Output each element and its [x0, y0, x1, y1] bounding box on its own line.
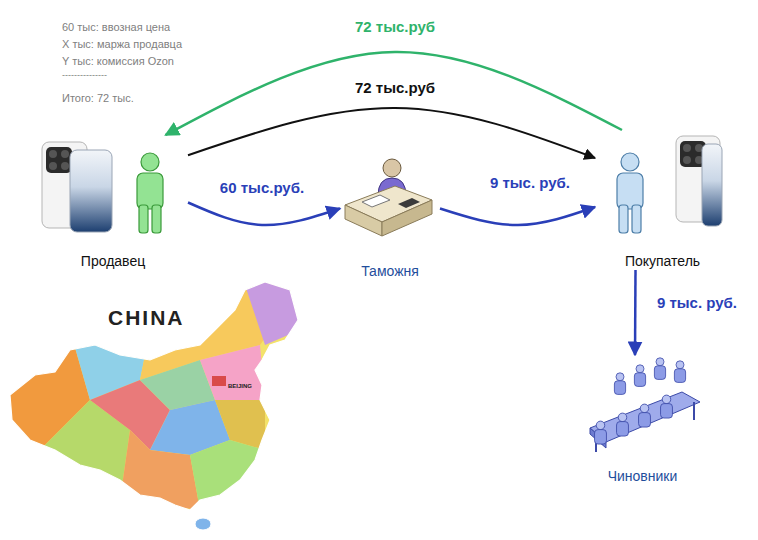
node-label: Покупатель — [625, 253, 700, 270]
buyer-phone — [676, 136, 722, 226]
map-title: CHINA — [108, 305, 185, 330]
edge-label: 60 тыс.руб. — [220, 179, 304, 197]
seller-phone — [42, 142, 112, 232]
payment-arrow — [188, 108, 595, 158]
note-total: Итого: 72 тыс. — [62, 92, 134, 105]
node-label: Таможня — [361, 263, 419, 280]
edge-label: 72 тыс.руб — [355, 79, 435, 97]
buyer-figure — [617, 153, 643, 233]
note-line: Y тыс: комиссия Ozon — [62, 55, 174, 68]
payment-arrow — [166, 52, 623, 135]
island — [195, 518, 211, 530]
note-separator: --------------- — [62, 70, 107, 81]
edge-label: 72 тыс.руб — [355, 18, 435, 36]
officials-table — [590, 358, 700, 452]
node-label: Продавец — [81, 253, 145, 270]
money-flow-arrow — [440, 207, 595, 225]
node-label: Чиновники — [608, 468, 678, 485]
customs-node: Таможня — [340, 150, 440, 280]
money-flow-arrow — [634, 270, 637, 355]
note-line: X тыс: маржа продавца — [62, 38, 182, 51]
note-line: 60 тыс: ввозная цена — [62, 21, 170, 34]
buyer-node: Покупатель — [595, 130, 730, 270]
edge-label: 9 тыс. руб. — [657, 294, 737, 312]
edge-label: 9 тыс. руб. — [490, 174, 570, 192]
seller-figure — [137, 153, 163, 233]
map-city: BEIJING — [228, 383, 252, 390]
officials-node: Чиновники — [580, 355, 705, 485]
customs-desk — [345, 159, 432, 236]
china-map — [0, 270, 310, 530]
money-flow-arrow — [188, 203, 340, 226]
seller-node: Продавец — [38, 135, 188, 270]
